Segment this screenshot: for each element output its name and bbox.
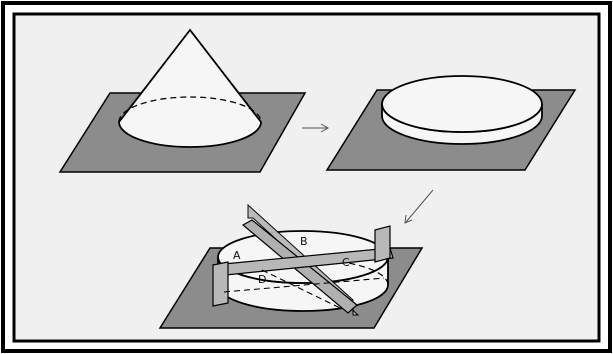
cutting-plane-cross-left-flap (213, 262, 228, 306)
disk-top-face (382, 76, 542, 132)
region-label-a: A (233, 249, 241, 262)
region-label-c: C (342, 256, 350, 269)
region-label-d: D (258, 273, 266, 286)
cutting-plane-cross-right-flap (375, 226, 390, 262)
region-label-b: B (300, 235, 308, 248)
